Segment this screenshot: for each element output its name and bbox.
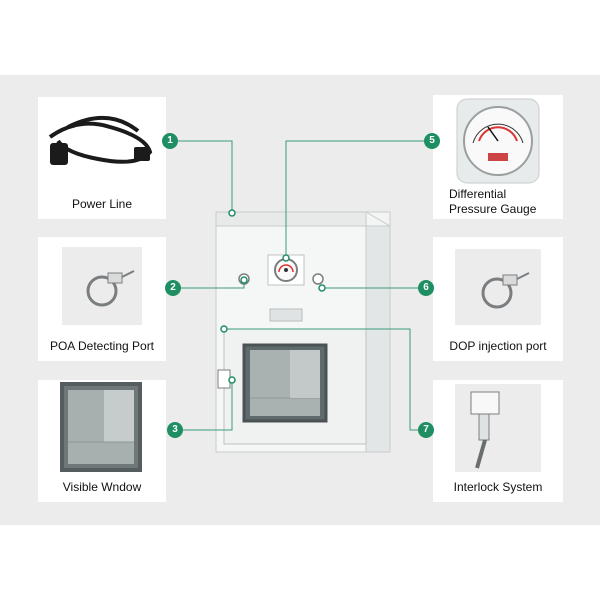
poa-port-label: POA Detecting Port: [49, 339, 155, 353]
badge-6: 6: [418, 280, 434, 296]
power-line-label: Power Line: [71, 197, 133, 211]
badge-1: 1: [162, 133, 178, 149]
visible-window-label: Visible Wndow: [62, 480, 142, 494]
interlock-label: Interlock System: [453, 480, 543, 494]
power-cord-icon: [48, 115, 153, 165]
window-icon: [60, 382, 142, 472]
pressure-gauge-icon: [456, 98, 540, 184]
pressure-gauge-label-line2: Pressure Gauge: [449, 202, 537, 216]
pass-box-cabinet: [215, 211, 391, 453]
visible-window-card: Visible Wndow: [38, 380, 166, 502]
pressure-gauge-label-line1: Differential: [449, 187, 507, 201]
badge-5: 5: [424, 133, 440, 149]
pressure-gauge-card: Differential Pressure Gauge: [433, 95, 563, 219]
badge-7: 7: [418, 422, 434, 438]
pressure-gauge-label: Differential Pressure Gauge: [433, 187, 563, 219]
poa-port-card: POA Detecting Port: [38, 237, 166, 361]
power-line-card: Power Line: [38, 97, 166, 219]
interlock-card: Interlock System: [433, 380, 563, 502]
interlock-icon: [455, 384, 541, 472]
dop-port-label: DOP injection port: [449, 339, 547, 353]
badge-2: 2: [165, 280, 181, 296]
badge-3: 3: [167, 422, 183, 438]
clamp-port-icon: [62, 247, 142, 325]
clamp-port-icon: [455, 249, 541, 325]
dop-port-card: DOP injection port: [433, 237, 563, 361]
